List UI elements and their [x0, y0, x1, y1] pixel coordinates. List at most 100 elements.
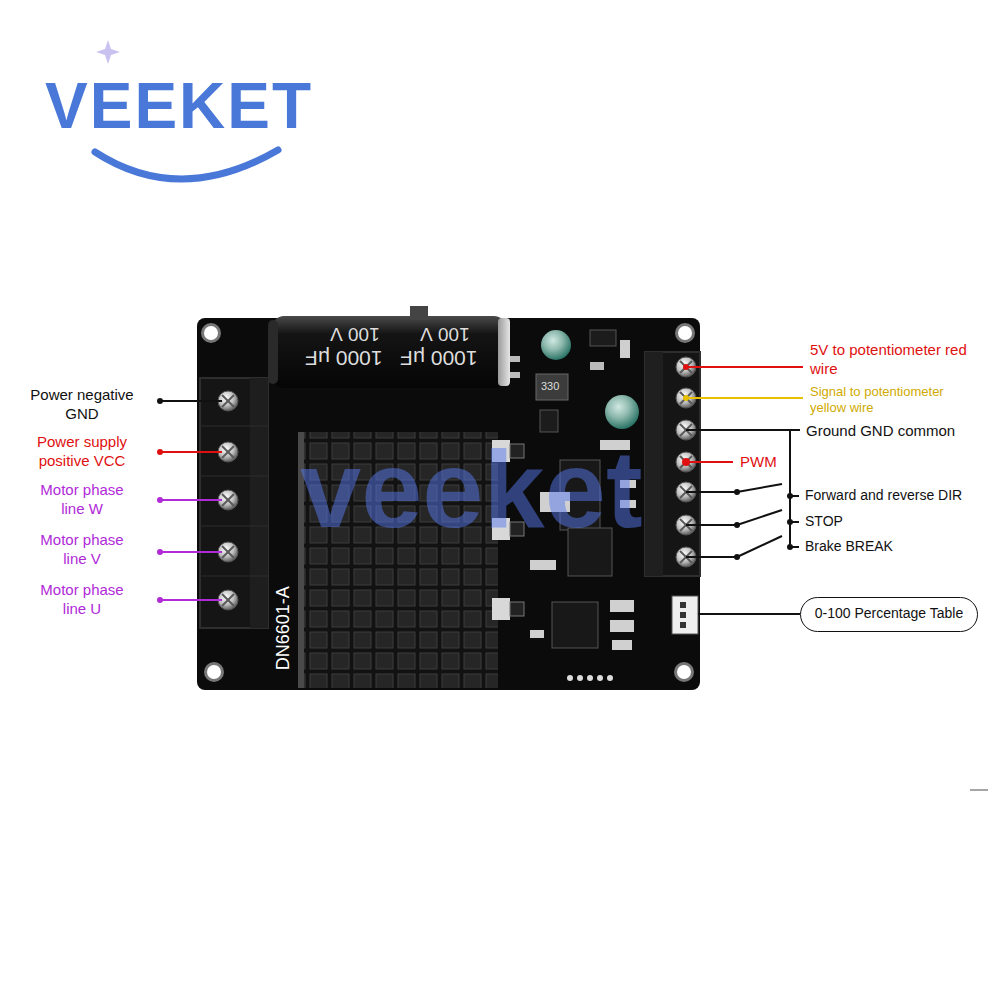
ic-chips [552, 602, 598, 648]
wiring-right [686, 366, 803, 368]
signal-terminal-block [645, 352, 700, 576]
meter-leader [698, 613, 800, 615]
switch-symbols [790, 546, 799, 548]
switch-symbols [737, 536, 782, 557]
test-pads [567, 675, 573, 681]
small-components [510, 330, 639, 432]
mounting-holes [207, 665, 221, 679]
logo-arc [95, 150, 278, 179]
wiring-right [686, 429, 800, 431]
switch-symbols [686, 524, 737, 526]
page-mark [970, 789, 988, 791]
logo-star [96, 40, 120, 64]
ic-chips [530, 560, 556, 570]
capacitor-rating: 100 V [330, 322, 380, 346]
wiring-right [686, 397, 803, 399]
power-terminal-block [200, 378, 268, 628]
small-components [510, 372, 520, 378]
ic-chips [610, 600, 634, 612]
mosfets [510, 602, 524, 616]
leader-lines-left [157, 398, 222, 603]
power-terminal-block [200, 526, 268, 527]
test-pads [567, 675, 613, 681]
small-components [620, 340, 630, 358]
switch-symbols [686, 491, 737, 493]
meter-connector [680, 622, 686, 628]
mounting-holes [204, 662, 224, 682]
switch-symbols [686, 484, 799, 560]
terminal-label: Motor phase line V [28, 531, 136, 569]
pcb-board [197, 306, 700, 690]
leader-lines-left [160, 400, 222, 402]
capacitor-rating: 100 V [420, 322, 470, 346]
board-model: DN6601-A [272, 586, 295, 670]
mounting-holes [204, 326, 218, 340]
power-terminal-block [200, 476, 268, 477]
switch-label: Forward and reverse DIR [805, 487, 962, 505]
power-terminal-block [250, 378, 268, 628]
wiring-right [789, 430, 791, 547]
power-terminal-block [200, 576, 268, 577]
mounting-holes [675, 323, 695, 343]
meter-box: 0-100 Percentage Table [800, 597, 978, 632]
test-pads [587, 675, 593, 681]
brand-logo: VEEKET [45, 66, 313, 146]
small-components [541, 330, 571, 360]
switch-symbols [790, 521, 799, 523]
switch-symbols [790, 495, 799, 497]
test-pads [607, 675, 613, 681]
terminal-label: Ground GND common [806, 422, 955, 441]
test-pads [597, 675, 603, 681]
watermark: veeket [300, 420, 643, 558]
mounting-holes [678, 326, 692, 340]
terminal-label: Power supply positive VCC [28, 433, 136, 471]
small-components [536, 374, 568, 400]
meter-connector [672, 596, 698, 634]
electrolytic-capacitor [410, 306, 428, 320]
wiring-right [682, 364, 803, 614]
switch-symbols [737, 510, 782, 525]
switch-label: STOP [805, 513, 843, 531]
leader-lines-left [160, 499, 222, 501]
terminal-label: Power negative GND [28, 386, 136, 424]
small-components [510, 356, 520, 362]
electrolytic-capacitor [272, 316, 506, 388]
power-terminal-block [200, 426, 268, 427]
leader-lines-left [160, 451, 222, 453]
terminal-label: Motor phase line U [28, 581, 136, 619]
mounting-holes [201, 323, 221, 343]
leader-lines-left [160, 551, 222, 553]
small-components [590, 362, 604, 370]
meter-connector [672, 596, 698, 634]
power-terminal-block [200, 378, 268, 628]
capacitor-rating: 1000 μF [400, 345, 477, 371]
switch-label: Brake BREAK [805, 538, 893, 556]
electrolytic-capacitor [268, 320, 278, 384]
electrolytic-capacitor [498, 318, 510, 386]
switch-symbols [737, 484, 782, 492]
inductor-code: 330 [541, 380, 559, 394]
signal-terminal-block [645, 352, 700, 576]
meter-connector [680, 602, 686, 608]
terminal-label: Motor phase line W [28, 481, 136, 519]
small-components [590, 330, 616, 346]
ic-chips [610, 620, 634, 632]
terminal-label: 5V to potentiometer red wire [810, 341, 968, 379]
ic-chips [612, 640, 632, 650]
capacitor-rating: 1000 μF [305, 345, 382, 371]
test-pads [577, 675, 583, 681]
mounting-holes [674, 662, 694, 682]
box-text: 0-100 Percentage Table [801, 605, 977, 623]
terminal-label: Signal to potentiometer yellow wire [810, 384, 975, 417]
signal-terminal-block [645, 352, 663, 576]
mounting-holes [677, 665, 691, 679]
signal-name: PWM [740, 453, 777, 472]
mosfets [492, 598, 510, 620]
wiring-right [686, 461, 733, 463]
small-components [605, 395, 639, 429]
ic-chips [530, 630, 544, 638]
leader-lines-left [160, 599, 222, 601]
meter-connector [680, 612, 686, 618]
switch-symbols [686, 556, 737, 558]
